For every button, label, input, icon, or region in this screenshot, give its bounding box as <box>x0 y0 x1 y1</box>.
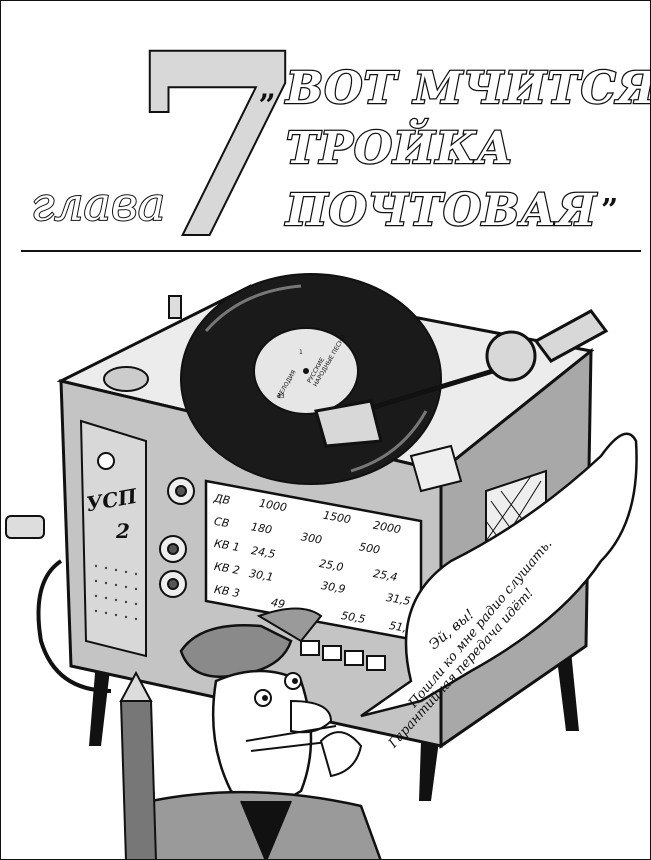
record-label-speed: 33 <box>277 393 285 400</box>
chapter-word: глава <box>30 176 166 232</box>
postman-head <box>211 669 313 805</box>
postman-hand <box>319 731 363 778</box>
radio-brand-line2: 2 <box>116 519 130 543</box>
tonearm <box>314 309 609 448</box>
speaker-panel <box>79 419 147 658</box>
radiogram-legs <box>89 651 579 801</box>
power-cord <box>36 559 112 693</box>
title-line-1: ВОТ МЧИТСЯ <box>285 62 651 116</box>
title-quote-close: ” <box>601 193 619 228</box>
power-plug <box>5 515 45 539</box>
chapter-number: 7 <box>129 0 307 293</box>
postman-cap <box>179 624 293 678</box>
piano-keys <box>300 640 386 671</box>
title-line-3: ПОЧТОВАЯ <box>285 184 597 238</box>
record-adapter <box>409 444 463 493</box>
title-line-2: ТРОЙКА <box>285 122 514 176</box>
title-quote-open: „ <box>259 71 277 106</box>
top-knob <box>103 366 149 392</box>
speaker-grille-dots <box>94 564 138 621</box>
record-label-side: 1 <box>299 349 303 356</box>
indicator-lamp <box>97 452 115 470</box>
control-knobs <box>159 477 195 598</box>
